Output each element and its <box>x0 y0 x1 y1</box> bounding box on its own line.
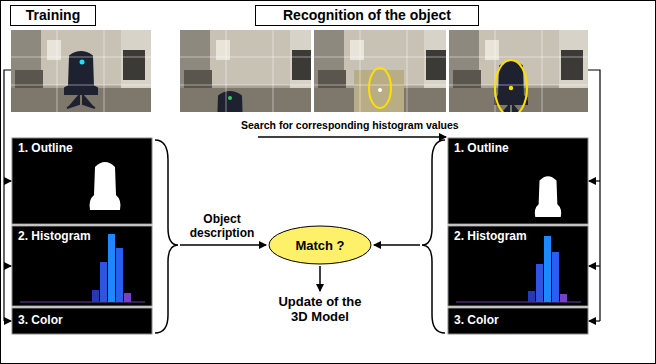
node-text: 2. Histogram <box>448 226 602 243</box>
node-text: 3. Color <box>448 308 602 327</box>
histogram-panel: 2. Histogram <box>12 226 166 306</box>
node-text: 1. Outline <box>12 138 166 155</box>
result-label: Update of the 3D Model <box>272 294 368 324</box>
node-text: 3. Color <box>12 308 166 327</box>
histogram-bars <box>456 236 581 302</box>
arrow <box>374 244 420 246</box>
bracket <box>155 140 178 333</box>
header-box: Recognition of the object <box>255 5 479 26</box>
arrow-label: Object description <box>182 212 262 240</box>
color-panel: 3. Color <box>12 308 166 334</box>
outline-silhouette <box>535 176 561 217</box>
node-text: Recognition of the object <box>256 6 478 25</box>
header-box: Training <box>10 5 96 26</box>
outline-silhouette <box>90 162 121 210</box>
outline-panel: 1. Outline <box>12 138 166 224</box>
histogram-panel: 2. Histogram <box>448 226 602 306</box>
feed-lines <box>4 70 600 321</box>
outline-panel: 1. Outline <box>448 138 602 224</box>
search-photo <box>314 30 454 112</box>
result-photo <box>449 30 589 118</box>
arrow-label: Search for corresponding histogram value… <box>241 119 459 131</box>
node-text: 1. Outline <box>448 138 602 155</box>
node-text: Match ? <box>268 225 372 253</box>
histogram-bars <box>20 234 145 302</box>
decision-ellipse: Match ? <box>268 225 372 265</box>
training-photo <box>11 30 151 112</box>
node-text: Training <box>11 6 95 25</box>
color-panel: 3. Color <box>448 308 602 334</box>
arrow <box>180 244 266 246</box>
bracket <box>422 140 445 333</box>
arrow <box>319 266 321 291</box>
arrow <box>258 136 446 138</box>
node-text: 2. Histogram <box>12 226 166 243</box>
